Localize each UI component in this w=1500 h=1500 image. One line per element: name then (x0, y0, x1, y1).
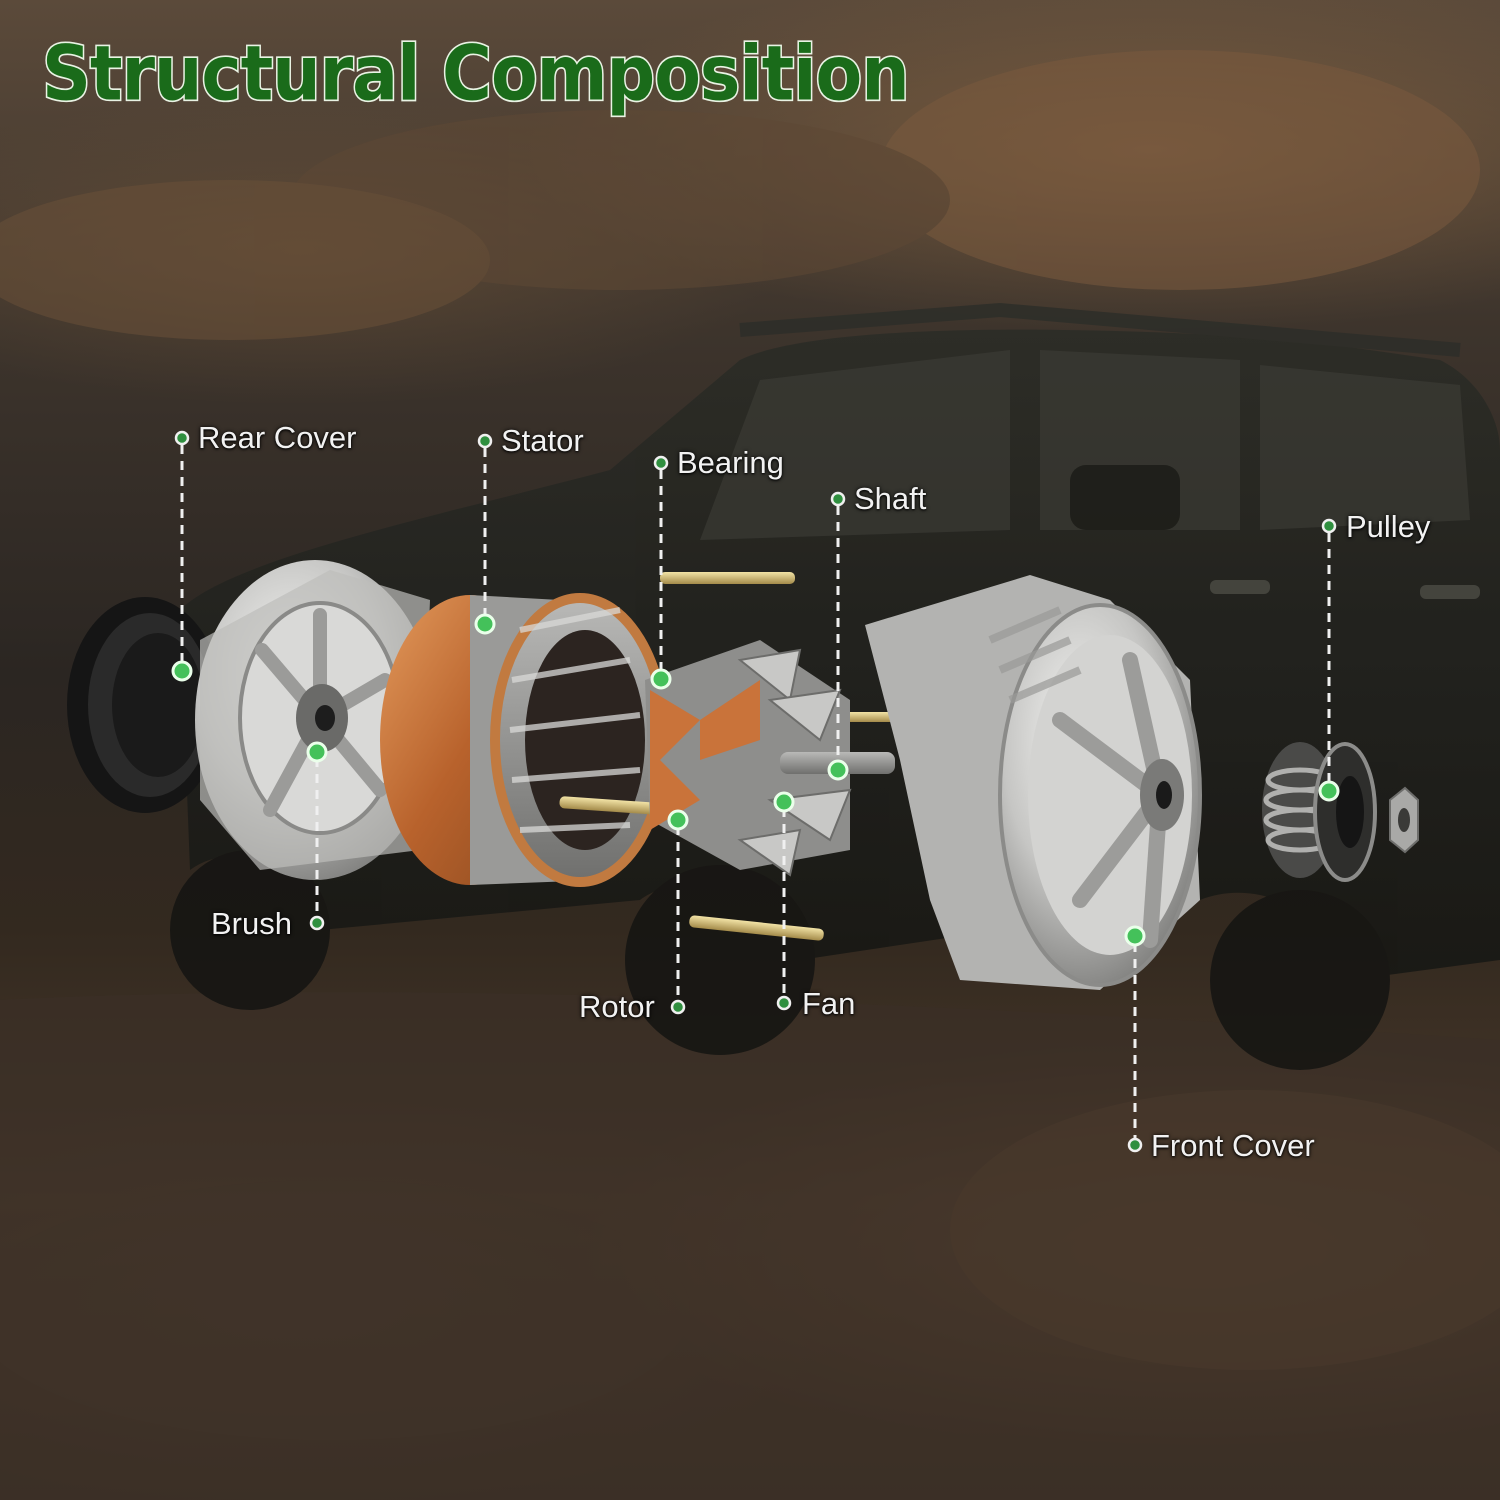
front-cover-housing (865, 575, 1202, 990)
dot-brush (306, 741, 328, 763)
label-rotor: Rotor (579, 989, 655, 1024)
part-anchor-dots (171, 613, 1340, 947)
label-rear-cover: Rear Cover (198, 420, 357, 455)
dirt-road (0, 992, 1500, 1500)
label-pulley: Pulley (1346, 509, 1431, 544)
dot-fan (773, 791, 795, 813)
label-front-cover: Front Cover (1151, 1128, 1315, 1163)
dot-pulley (1318, 780, 1340, 802)
dot-rear-cover (171, 660, 193, 682)
stator-assembly (380, 593, 670, 887)
page-title: Structural Composition (41, 28, 912, 120)
dot-rotor (667, 809, 689, 831)
label-shaft: Shaft (854, 481, 927, 516)
rear-cover-cap (67, 597, 223, 813)
label-stator: Stator (501, 423, 584, 458)
label-dots (174, 430, 1337, 1153)
dot-shaft (827, 759, 849, 781)
dot-bearing (650, 668, 672, 690)
dot-front-cover (1124, 925, 1146, 947)
label-fan: Fan (802, 986, 856, 1021)
label-brush: Brush (211, 906, 292, 941)
label-bearing: Bearing (677, 445, 784, 480)
rear-housing (195, 560, 435, 880)
leader-lines (180, 445, 1331, 1138)
dot-stator (474, 613, 496, 635)
